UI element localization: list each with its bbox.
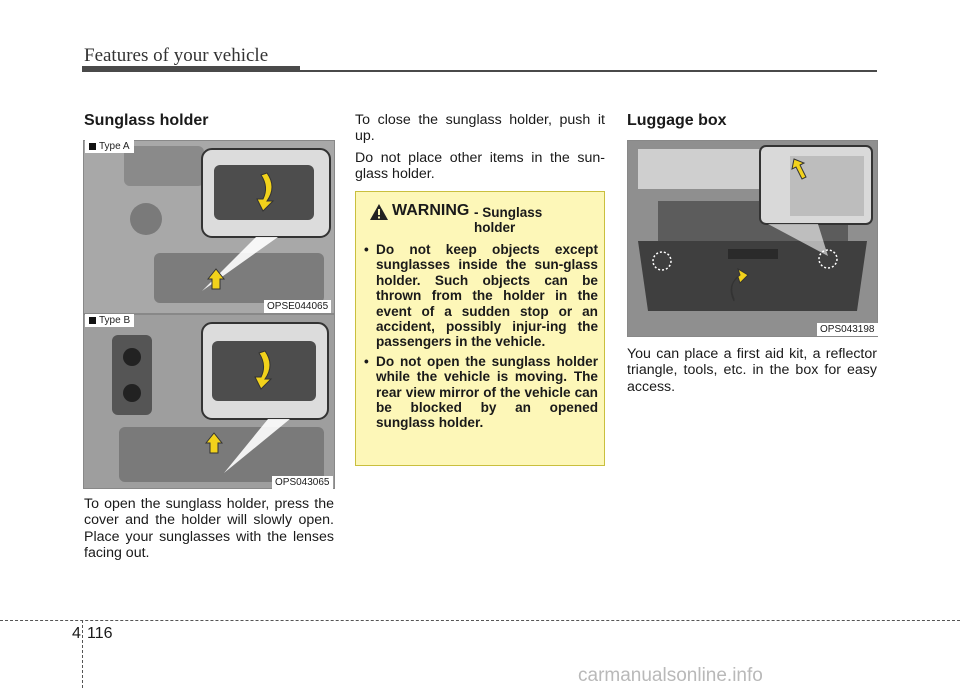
bullet: • (364, 242, 369, 257)
sunglass-open-paragraph: To open the sunglass holder, press the c… (84, 496, 334, 561)
type-a-label-text: Type A (99, 141, 130, 152)
warning-item-text: Do not open the sunglass holder while th… (376, 353, 598, 431)
warning-item-text: Do not keep objects except sunglasses in… (376, 242, 598, 350)
square-bullet-icon (89, 143, 96, 150)
luggage-open-arrow-icon (730, 267, 749, 302)
type-b-label-text: Type B (99, 315, 131, 326)
luggage-paragraph: You can place a first aid kit, a reflect… (627, 346, 877, 395)
footer-rule (0, 620, 960, 621)
type-a-code: OPSE044065 (264, 300, 332, 313)
page-header-title: Features of your vehicle (84, 45, 269, 66)
warning-item: • Do not open the sunglass holder while … (364, 354, 598, 431)
luggage-image (627, 140, 878, 337)
type-b-rotate-arrow-icon (254, 350, 273, 390)
header-rule-thick (82, 66, 300, 72)
warning-item: • Do not keep objects except sunglasses … (364, 242, 598, 350)
footer-chapter-number: 4 (72, 625, 81, 642)
latch-marker-left (652, 251, 672, 271)
type-a-image (83, 140, 335, 314)
sunglass-close-paragraph: To close the sunglass holder, push it up… (355, 112, 605, 145)
type-b-label: Type B (85, 314, 135, 327)
luggage-image-code: OPS043198 (817, 323, 878, 336)
type-b-illustration (84, 315, 334, 488)
type-a-illustration (84, 141, 334, 313)
type-b-code: OPS043065 (272, 476, 333, 489)
bullet: • (364, 353, 369, 369)
warning-title: WARNING (392, 202, 470, 219)
square-bullet-icon (89, 317, 96, 324)
sunglass-heading: Sunglass holder (84, 112, 209, 129)
sunglass-caution-paragraph: Do not place other items in the sun-glas… (355, 150, 605, 183)
watermark: carmanualsonline.info (578, 665, 763, 686)
warning-triangle-icon (370, 204, 388, 220)
luggage-heading: Luggage box (627, 112, 727, 129)
type-a-label: Type A (85, 140, 134, 153)
footer-page-number: 116 (87, 625, 113, 642)
latch-marker-right (818, 249, 838, 269)
type-b-image (83, 314, 335, 489)
warning-list: • Do not keep objects except sunglasses … (364, 242, 598, 435)
warning-box: WARNING - Sunglass holder • Do not keep … (355, 191, 605, 466)
header-rule-thin (300, 70, 877, 72)
type-a-rotate-arrow-icon (256, 172, 275, 212)
footer-divider (82, 620, 83, 688)
type-b-push-arrow-icon (204, 432, 224, 454)
luggage-lift-arrow-icon (791, 158, 807, 180)
type-a-push-arrow-icon (206, 268, 226, 290)
luggage-illustration (628, 141, 877, 336)
warning-subtitle: - Sunglass holder (474, 205, 543, 235)
